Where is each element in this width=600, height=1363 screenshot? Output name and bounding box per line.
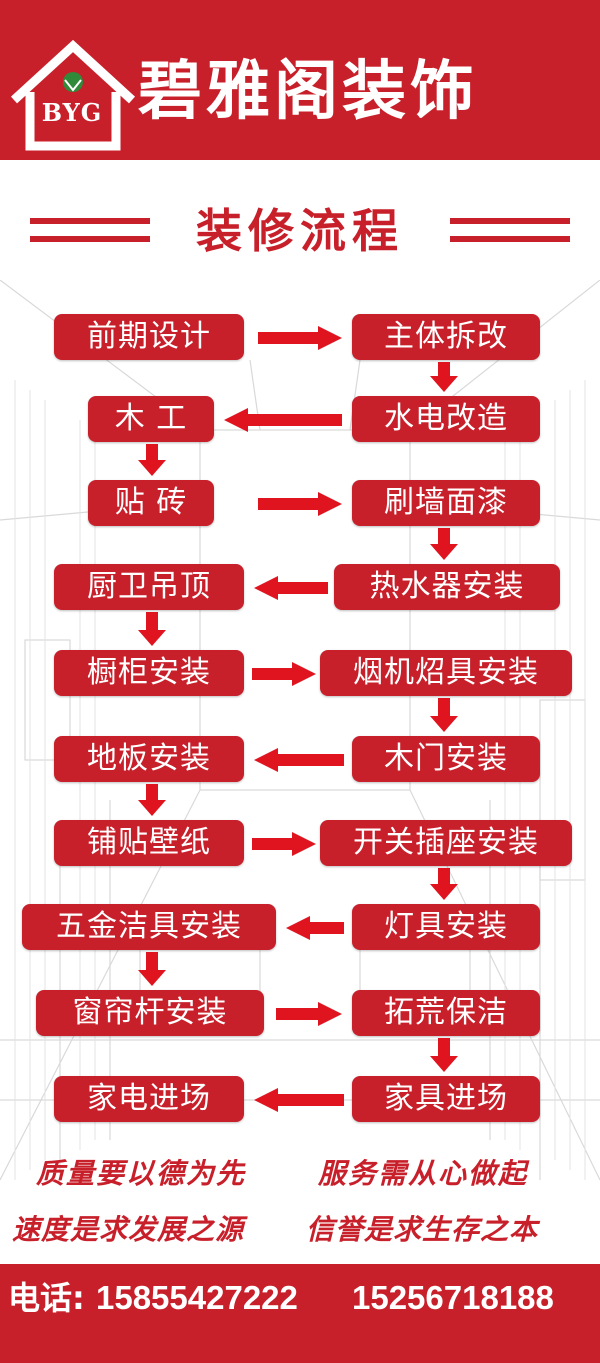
- arrow-left-icon: [224, 408, 342, 432]
- page-title: 装修流程: [196, 204, 404, 258]
- flow-step: 窗帘杆安装: [36, 990, 264, 1036]
- title-decor-line-left-bottom: [30, 236, 150, 242]
- arrow-right-icon: [276, 1002, 342, 1026]
- brand-name: 碧雅阁装饰: [138, 55, 478, 129]
- arrow-down-icon: [138, 952, 166, 986]
- arrow-down-icon: [138, 784, 166, 816]
- flow-step: 主体拆改: [352, 314, 540, 360]
- flow-step: 贴 砖: [88, 480, 214, 526]
- arrow-down-icon: [430, 1038, 458, 1072]
- arrow-left-icon: [286, 916, 344, 940]
- flow-step: 前期设计: [54, 314, 244, 360]
- arrow-right-icon: [258, 492, 342, 516]
- flow-step: 刷墙面漆: [352, 480, 540, 526]
- header-banner: BYG 碧雅阁装饰: [0, 0, 600, 160]
- arrow-right-icon: [252, 662, 316, 686]
- flow-step: 五金洁具安装: [22, 904, 276, 950]
- phone-label: 电话:: [8, 1279, 85, 1317]
- flow-step: 开关插座安装: [320, 820, 572, 866]
- arrow-right-icon: [258, 326, 342, 350]
- flow-step: 铺贴壁纸: [54, 820, 244, 866]
- arrow-right-icon: [252, 832, 316, 856]
- arrow-down-icon: [430, 698, 458, 732]
- flow-step: 拓荒保洁: [352, 990, 540, 1036]
- title-section: 装修流程: [0, 196, 600, 266]
- flow-step: 厨卫吊顶: [54, 564, 244, 610]
- slogan-service: 服务需从心做起: [318, 1157, 529, 1190]
- logo-house-icon: [10, 39, 136, 151]
- flow-step: 木门安装: [352, 736, 540, 782]
- arrow-down-icon: [430, 868, 458, 900]
- flow-step: 橱柜安装: [54, 650, 244, 696]
- logo-letters: BYG: [41, 98, 103, 127]
- flow-step: 灯具安装: [352, 904, 540, 950]
- flow-step: 木 工: [88, 396, 214, 442]
- title-decor-line-right-top: [450, 218, 570, 224]
- slogan-speed: 速度是求发展之源: [12, 1213, 245, 1246]
- flow-step: 地板安装: [54, 736, 244, 782]
- arrow-left-icon: [254, 1088, 344, 1112]
- flow-step: 家具进场: [352, 1076, 540, 1122]
- arrow-down-icon: [138, 444, 166, 476]
- flow-step: 烟机炤具安装: [320, 650, 572, 696]
- arrow-left-icon: [254, 576, 328, 600]
- arrow-left-icon: [254, 748, 344, 772]
- flow-step: 家电进场: [54, 1076, 244, 1122]
- flow-step: 水电改造: [352, 396, 540, 442]
- slogan-reputation: 信誉是求生存之本: [306, 1213, 539, 1246]
- header-background: [0, 0, 600, 160]
- arrow-down-icon: [430, 362, 458, 392]
- slogan-quality: 质量要以德为先: [36, 1157, 247, 1190]
- contact-footer: 电话: 15855427222 15256718188: [0, 1264, 600, 1363]
- arrow-down-icon: [138, 612, 166, 646]
- flow-step: 热水器安装: [334, 564, 560, 610]
- phone-number: 15855427222: [96, 1279, 298, 1316]
- arrow-down-icon: [430, 528, 458, 560]
- phone-number: 15256718188: [352, 1279, 554, 1316]
- title-decor-line-left-top: [30, 218, 150, 224]
- title-decor-line-right-bottom: [450, 236, 570, 242]
